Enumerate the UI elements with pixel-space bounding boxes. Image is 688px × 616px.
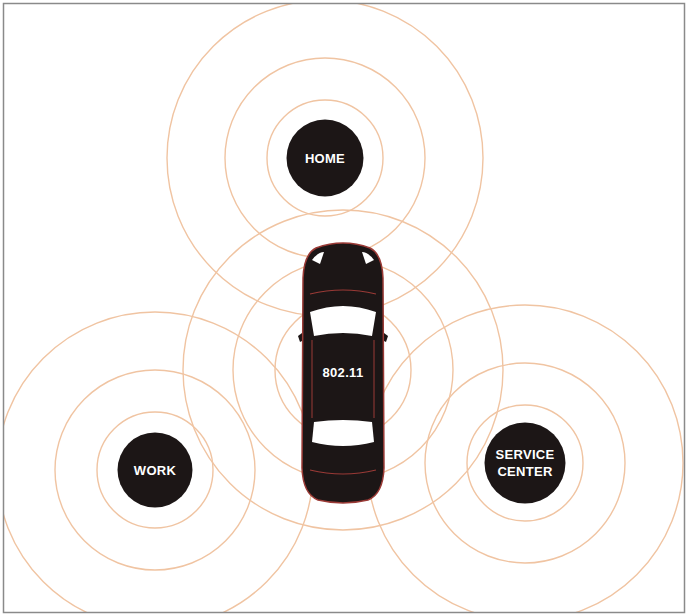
location-node: SERVICE CENTER <box>484 422 566 504</box>
location-node: HOME <box>286 119 364 197</box>
location-label: SERVICE CENTER <box>493 446 557 480</box>
location-disc <box>484 422 566 504</box>
location-node: WORK <box>117 432 193 508</box>
car-node: 802.11 <box>298 238 388 504</box>
location-label: WORK <box>120 462 190 479</box>
protocol-label: 802.11 <box>298 364 388 381</box>
location-label: HOME <box>290 150 360 167</box>
